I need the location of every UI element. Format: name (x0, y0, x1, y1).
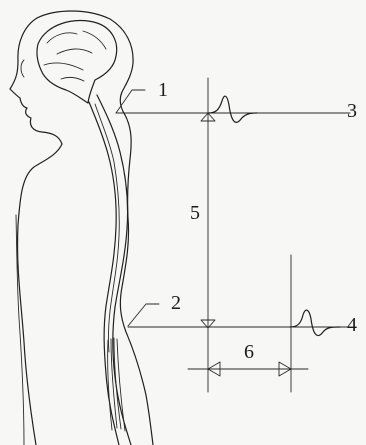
brain-outline (37, 21, 117, 103)
ear-outline (21, 60, 24, 77)
label-4: 4 (347, 315, 357, 335)
brain-fold-1 (47, 33, 77, 43)
label-1: 1 (158, 80, 168, 100)
spinal-canal-front (89, 102, 119, 445)
neck-and-back-outline (18, 144, 62, 445)
brain-fold-2 (57, 49, 92, 54)
human-profile-outline (37, 11, 153, 445)
brain-fold-5 (61, 77, 84, 81)
cauda-equina-4 (117, 339, 125, 431)
brain-fold-3 (44, 63, 83, 70)
label-2: 2 (171, 293, 181, 313)
upper-action-potential-waveform (208, 96, 257, 122)
label-6: 6 (244, 342, 254, 362)
lower-action-potential-waveform (290, 310, 340, 335)
label-3: 3 (347, 101, 357, 121)
label-5: 5 (190, 203, 200, 223)
brain-fold-4 (83, 31, 106, 49)
leader-line-2 (128, 304, 159, 326)
